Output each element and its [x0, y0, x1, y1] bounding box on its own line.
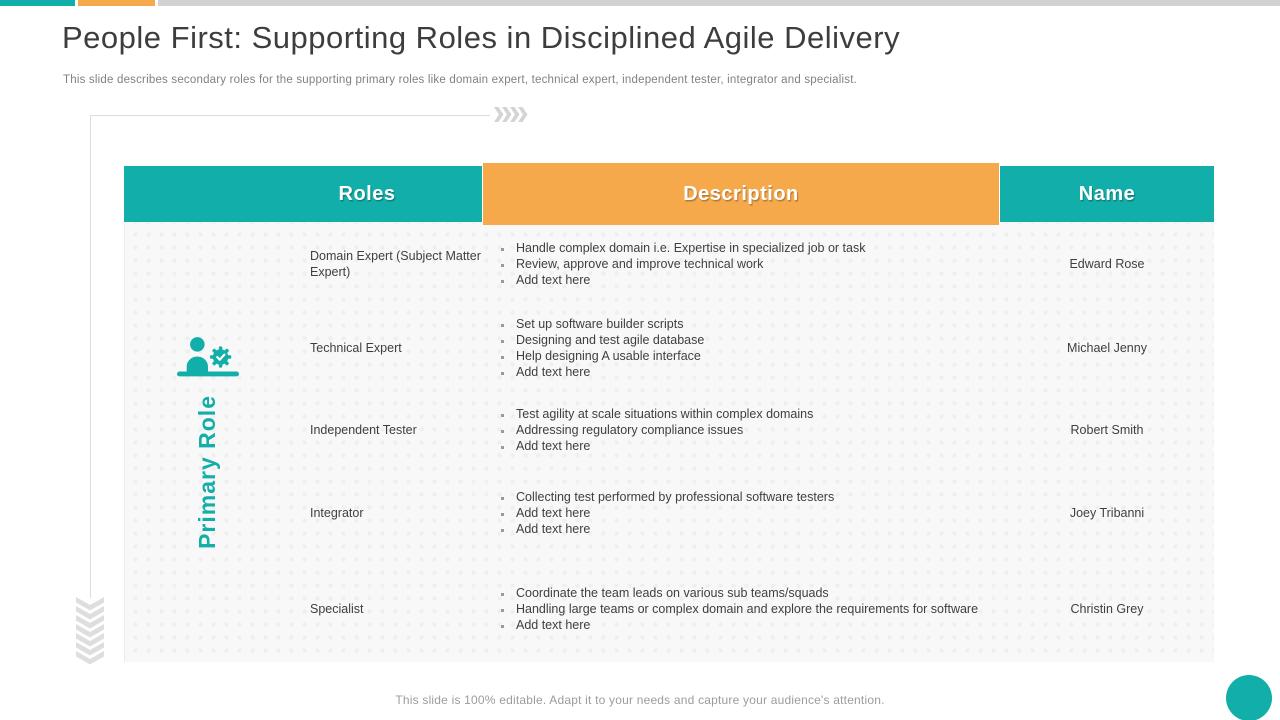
table-header-name: Name [1000, 166, 1214, 222]
table-row: Technical Expert Set up software builder… [290, 305, 1214, 390]
top-accent-bar-orange [78, 0, 155, 6]
roles-table: Roles Description Name [124, 163, 1214, 662]
role-cell: Domain Expert (Subject Matter Expert) [310, 248, 481, 279]
corner-circle-decoration [1226, 675, 1272, 720]
chevrons-right-icon [494, 107, 528, 127]
description-bullet: Set up software builder scripts [513, 316, 1000, 332]
description-cell: Handle complex domain i.e. Expertise in … [482, 222, 1000, 305]
primary-role-spine: Primary Role [125, 222, 290, 662]
role-cell: Specialist [310, 601, 364, 616]
page-title: People First: Supporting Roles in Discip… [62, 20, 901, 55]
description-bullet-list: Collecting test performed by professiona… [482, 489, 1000, 537]
description-bullet: Help designing A usable interface [513, 348, 1000, 364]
table-header-description: Description [483, 163, 999, 225]
description-bullet: Handle complex domain i.e. Expertise in … [513, 240, 1000, 256]
description-bullet: Add text here [513, 272, 1000, 288]
description-cell: Test agility at scale situations within … [482, 390, 1000, 470]
description-bullet: Collecting test performed by professiona… [513, 489, 1000, 505]
table-body: Primary Role Domain Expert (Subject Matt… [124, 222, 1214, 662]
description-bullet: Coordinate the team leads on various sub… [513, 585, 1000, 601]
name-cell: Michael Jenny [1067, 340, 1147, 355]
description-bullet: Add text here [513, 364, 1000, 380]
description-bullet: Add text here [513, 521, 1000, 537]
top-accent-bar-gray [158, 0, 1280, 6]
table-header-row: Roles Description Name [124, 163, 1214, 225]
table-row: Integrator Collecting test performed by … [290, 470, 1214, 555]
table-rows: Domain Expert (Subject Matter Expert) Ha… [290, 222, 1214, 662]
description-bullet: Add text here [513, 438, 1000, 454]
name-cell: Joey Tribanni [1069, 505, 1145, 520]
person-with-gear-icon [176, 336, 239, 383]
footer-note: This slide is 100% editable. Adapt it to… [395, 693, 885, 707]
chevrons-down-icon [76, 597, 104, 672]
description-bullet-list: Test agility at scale situations within … [482, 406, 1000, 454]
role-cell: Independent Tester [310, 423, 417, 437]
description-bullet-list: Handle complex domain i.e. Expertise in … [482, 240, 1000, 288]
description-bullet-list: Coordinate the team leads on various sub… [482, 585, 1000, 633]
page-subtitle: This slide describes secondary roles for… [63, 74, 858, 86]
name-cell: Christin Grey [1070, 601, 1144, 616]
description-cell: Coordinate the team leads on various sub… [482, 555, 1000, 662]
description-bullet: Addressing regulatory compliance issues [513, 422, 1000, 438]
table-row: Domain Expert (Subject Matter Expert) Ha… [290, 222, 1214, 305]
description-bullet: Review, approve and improve technical wo… [513, 256, 1000, 272]
description-cell: Set up software builder scriptsDesigning… [482, 305, 1000, 390]
table-row: Independent Tester Test agility at scale… [290, 390, 1214, 470]
table-header-roles: Roles [124, 166, 482, 222]
description-bullet: Test agility at scale situations within … [513, 406, 1000, 422]
name-cell: Edward Rose [1069, 256, 1145, 271]
primary-role-label: Primary Role [194, 394, 220, 549]
role-cell: Integrator [310, 505, 364, 520]
description-bullet: Handling large teams or complex domain a… [513, 601, 1000, 617]
name-cell: Robert Smith [1070, 423, 1144, 437]
decorative-frame [90, 115, 490, 598]
description-cell: Collecting test performed by professiona… [482, 470, 1000, 555]
description-bullet: Add text here [513, 617, 1000, 633]
top-accent-bar-teal [0, 0, 75, 6]
table-row: Specialist Coordinate the team leads on … [290, 555, 1214, 662]
description-bullet-list: Set up software builder scriptsDesigning… [482, 316, 1000, 380]
description-bullet: Designing and test agile database [513, 332, 1000, 348]
role-cell: Technical Expert [310, 340, 402, 355]
description-bullet: Add text here [513, 505, 1000, 521]
